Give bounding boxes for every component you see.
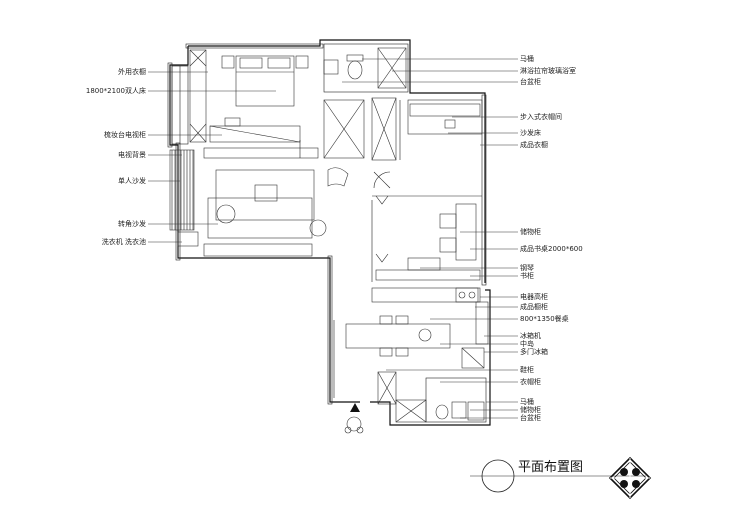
label-dresser-tv-cabinet: 梳妆台电视柜 bbox=[104, 130, 146, 139]
label-appliance-cabinet: 电器高柜 bbox=[520, 292, 548, 301]
label-island: 中岛 bbox=[520, 339, 534, 348]
label-exterior-wardrobe: 外用衣橱 bbox=[118, 67, 146, 76]
label-desk: 成品书桌2000*600 bbox=[520, 244, 583, 253]
label-walk-in-closet: 步入式衣帽间 bbox=[520, 112, 562, 121]
label-fridge-machine: 冰箱机 bbox=[520, 331, 541, 340]
label-tv-backdrop: 电视背景 bbox=[118, 150, 146, 159]
label-single-sofa: 单人沙发 bbox=[118, 176, 146, 185]
label-toilet-1: 马桶 bbox=[520, 54, 534, 63]
label-laundry: 洗衣机 洗衣池 bbox=[102, 237, 146, 246]
labels-right: 马桶 淋浴拉帘玻璃浴室 台盆柜 步入式衣帽间 沙发床 成品衣橱 储物柜 成品书桌… bbox=[520, 54, 583, 422]
label-storage-cabinet-1: 储物柜 bbox=[520, 227, 541, 236]
label-shower-room: 淋浴拉帘玻璃浴室 bbox=[520, 66, 576, 75]
kitchen-dining bbox=[333, 287, 489, 398]
label-sofa-bed: 沙发床 bbox=[520, 128, 541, 137]
label-double-bed: 1800*2100双人床 bbox=[86, 86, 146, 95]
label-piano: 钢琴 bbox=[520, 263, 534, 272]
label-wardrobe: 成品衣橱 bbox=[520, 140, 548, 149]
label-coat-cabinet: 衣帽柜 bbox=[520, 377, 541, 386]
label-storage-cabinet-2: 储物柜 bbox=[520, 405, 541, 414]
label-corner-sofa: 转角沙发 bbox=[118, 219, 146, 228]
label-toilet-2: 马桶 bbox=[520, 397, 534, 406]
master-bedroom bbox=[171, 49, 309, 145]
bathroom-1 bbox=[323, 43, 409, 161]
drawing-title: 平面布置图 bbox=[518, 460, 583, 475]
label-vanity-2: 台盆柜 bbox=[520, 413, 541, 422]
second-bedroom bbox=[371, 195, 482, 282]
living-room bbox=[169, 140, 349, 257]
leader-lines-right bbox=[342, 58, 518, 419]
label-vanity-1: 台盆柜 bbox=[520, 77, 541, 86]
title-block: 平面布置图 bbox=[470, 456, 652, 500]
labels-left: 外用衣橱 1800*2100双人床 梳妆台电视柜 电视背景 单人沙发 转角沙发 … bbox=[86, 67, 146, 246]
entrance-marker bbox=[344, 403, 364, 434]
outer-walls bbox=[167, 39, 491, 426]
leader-lines-left bbox=[148, 71, 276, 243]
label-kitchen-cabinet: 成品橱柜 bbox=[520, 302, 548, 311]
label-bookcase: 书柜 bbox=[520, 271, 534, 280]
north-emblem bbox=[608, 456, 652, 500]
bathroom-2 bbox=[377, 371, 487, 423]
label-multi-door-fridge: 多门冰箱 bbox=[520, 347, 548, 356]
label-shoe-cabinet: 鞋柜 bbox=[520, 365, 534, 374]
label-dining-table: 800*1350餐桌 bbox=[520, 314, 569, 323]
